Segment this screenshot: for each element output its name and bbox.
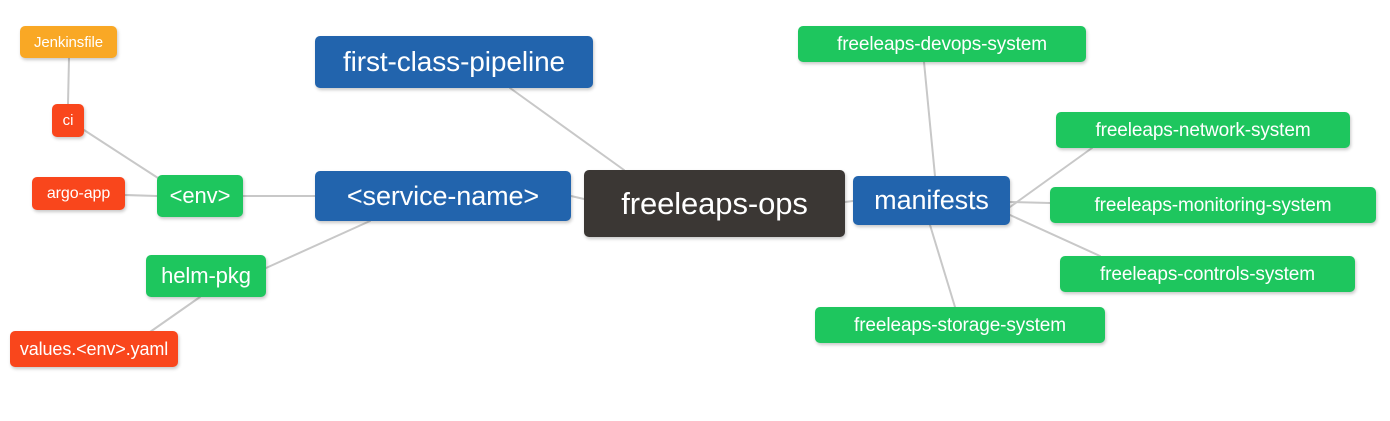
mindmap-node-monitoring[interactable]: freeleaps-monitoring-system [1050, 187, 1376, 223]
edge-jenkinsfile-to-ci [67, 57, 70, 105]
mindmap-node-jenkinsfile[interactable]: Jenkinsfile [20, 26, 117, 58]
mindmap-node-network[interactable]: freeleaps-network-system [1056, 112, 1350, 148]
edge-argo-app-to-env [124, 194, 158, 197]
mindmap-node-root[interactable]: freeleaps-ops [584, 170, 845, 237]
edge-helm-pkg-to-values-yaml [149, 296, 201, 333]
mindmap-node-argo-app[interactable]: argo-app [32, 177, 125, 210]
mindmap-node-env[interactable]: <env> [157, 175, 243, 217]
edge-manifests-to-monitoring [1009, 201, 1051, 204]
mindmap-node-values-yaml[interactable]: values.<env>.yaml [10, 331, 178, 367]
edge-devops-to-manifests [923, 61, 936, 177]
edge-ci-to-env [83, 129, 159, 179]
mindmap-node-ci[interactable]: ci [52, 104, 84, 137]
edge-root-to-manifests [844, 200, 854, 203]
mindmap-node-manifests[interactable]: manifests [853, 176, 1010, 225]
edge-manifests-to-storage [929, 224, 956, 308]
mindmap-node-helm-pkg[interactable]: helm-pkg [146, 255, 266, 297]
mindmap-node-pipeline[interactable]: first-class-pipeline [315, 36, 593, 88]
edge-service-name-to-root [570, 195, 585, 200]
edge-pipeline-to-root [509, 87, 625, 171]
mindmap-node-storage[interactable]: freeleaps-storage-system [815, 307, 1105, 343]
mindmap-node-devops[interactable]: freeleaps-devops-system [798, 26, 1086, 62]
edge-service-name-to-helm-pkg [265, 220, 371, 269]
mindmap-node-controls[interactable]: freeleaps-controls-system [1060, 256, 1355, 292]
mindmap-node-service-name[interactable]: <service-name> [315, 171, 571, 221]
